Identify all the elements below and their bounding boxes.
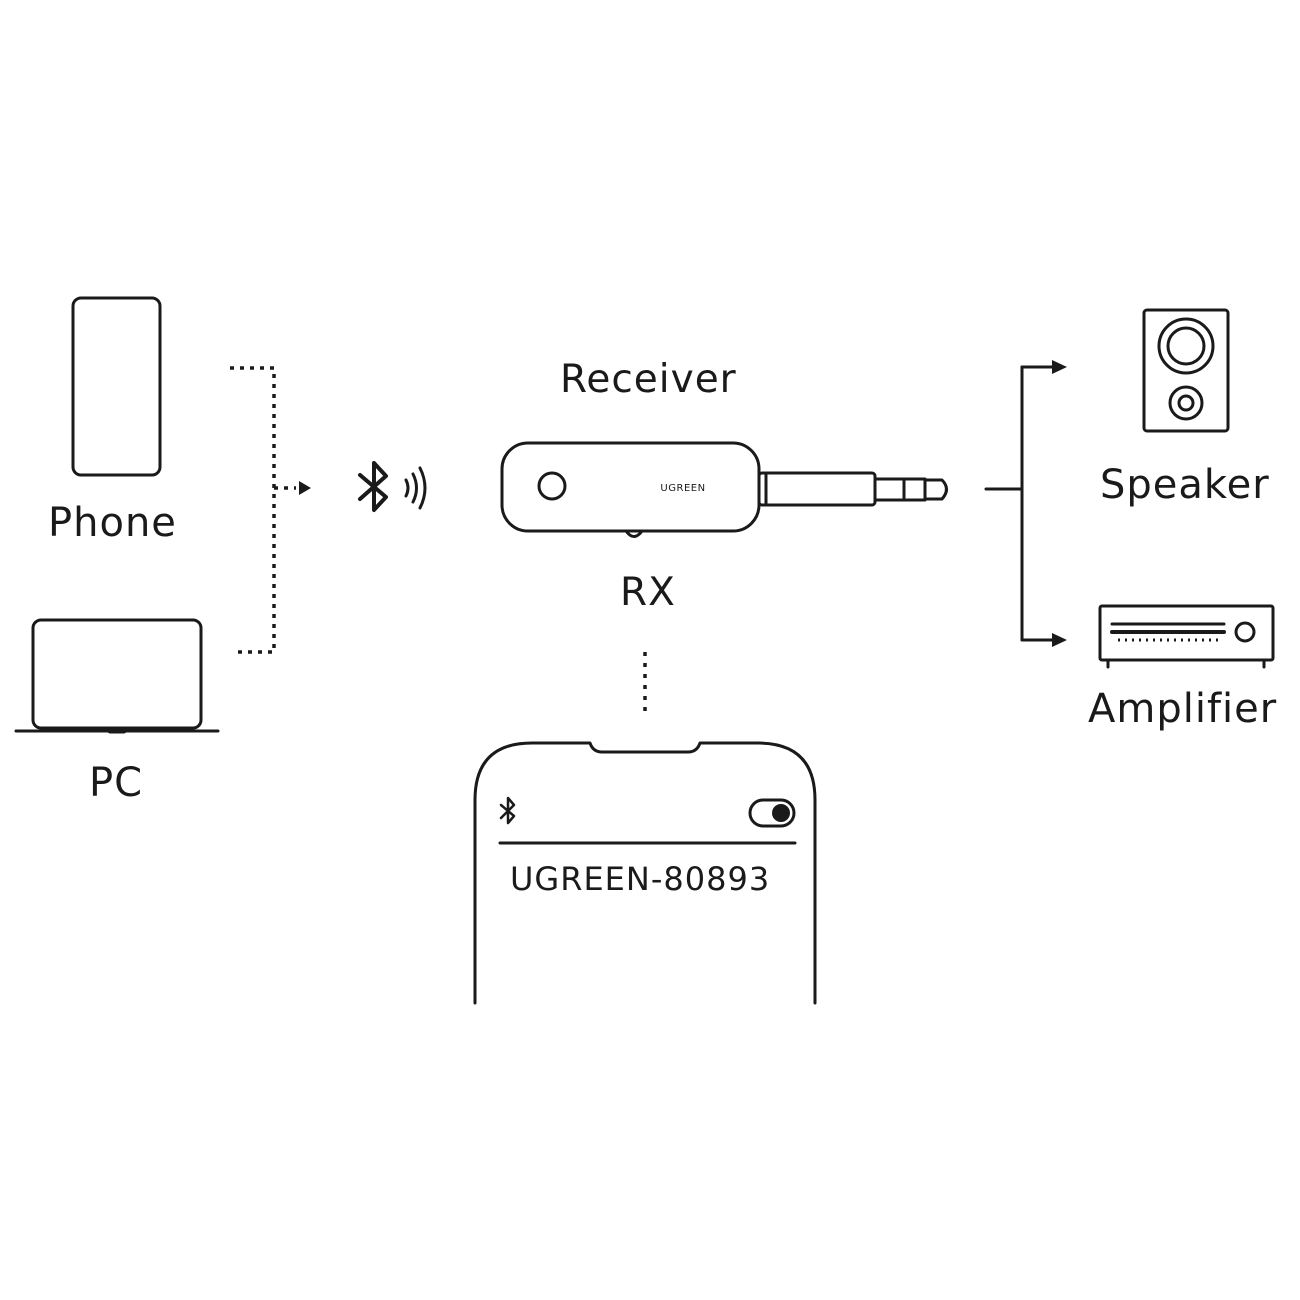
pc-label: PC xyxy=(89,760,144,806)
brand-mark: UGREEN xyxy=(660,483,705,494)
output-connector xyxy=(984,365,1056,642)
speaker-label: Speaker xyxy=(1100,462,1270,508)
receiver-device xyxy=(500,441,761,538)
speaker-arrow-head xyxy=(1052,360,1067,374)
amplifier-label: Amplifier xyxy=(1088,686,1278,732)
phone-label: Phone xyxy=(48,500,177,546)
bluetooth-small-icon xyxy=(499,796,516,825)
toggle-switch-icon[interactable] xyxy=(748,798,796,828)
receiver-mode-label: RX xyxy=(620,570,676,615)
source-arrow-head xyxy=(299,481,311,495)
phone-icon xyxy=(71,296,162,477)
receiver-title: Receiver xyxy=(560,357,737,402)
device-name[interactable]: UGREEN-80893 xyxy=(510,860,771,898)
speaker-icon xyxy=(1142,308,1230,433)
amplifier-icon xyxy=(1098,604,1275,669)
signal-waves-icon xyxy=(404,466,427,510)
receiver-led xyxy=(624,529,644,538)
audio-jack-icon xyxy=(757,471,948,507)
amplifier-arrow-head xyxy=(1052,633,1067,647)
source-connector xyxy=(230,366,296,654)
laptop-icon xyxy=(14,618,220,734)
receiver-button xyxy=(537,471,567,501)
phone-pairing-screen xyxy=(473,741,817,1005)
bluetooth-icon xyxy=(358,461,388,512)
